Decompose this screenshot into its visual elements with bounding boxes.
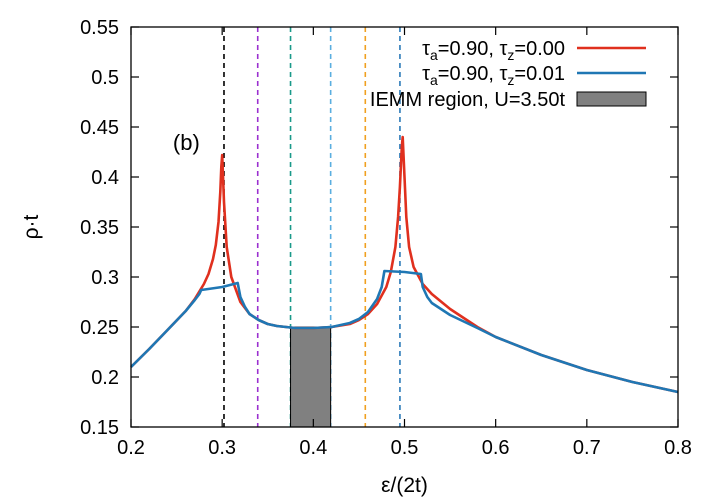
series-line [130, 269, 679, 394]
y-tick-label: 0.2 [91, 367, 119, 389]
panel-annotation: (b) [173, 130, 200, 155]
legend-label: IEMM region, U=3.50t [370, 89, 566, 111]
x-tick-label: 0.3 [208, 437, 236, 459]
shaded-region [290, 326, 332, 428]
y-tick-label: 0.15 [80, 417, 119, 439]
shaded-region-layer [290, 326, 332, 428]
y-tick-labels: 0.15 0.2 0.25 0.3 0.35 0.4 0.45 0.5 0.55 [80, 17, 119, 439]
vertical-dashed-lines [223, 27, 401, 427]
y-tick-label: 0.45 [80, 117, 119, 139]
x-tick-label: 0.6 [482, 437, 510, 459]
x-tick-label: 0.7 [573, 437, 601, 459]
legend-swatch-region [576, 91, 647, 107]
ticks-layer [130, 26, 679, 428]
y-tick-label: 0.25 [80, 317, 119, 339]
y-tick-label: 0.35 [80, 217, 119, 239]
x-tick-label: 0.5 [391, 437, 419, 459]
y-tick-label: 0.4 [91, 167, 119, 189]
y-tick-label: 0.55 [80, 17, 119, 39]
x-axis-label: ε/(2t) [381, 474, 428, 497]
y-tick-label: 0.3 [91, 267, 119, 289]
legend-label: τa=0.90, τz=0.01 [422, 63, 565, 88]
series-line [130, 135, 679, 394]
legend-label: τa=0.90, τz=0.00 [422, 38, 565, 63]
x-tick-labels: 0.2 0.3 0.4 0.5 0.6 0.7 0.8 [117, 437, 692, 459]
y-tick-label: 0.5 [91, 67, 119, 89]
x-tick-label: 0.2 [117, 437, 145, 459]
x-tick-label: 0.8 [664, 437, 692, 459]
x-tick-label: 0.4 [299, 437, 327, 459]
plot-frame [130, 26, 679, 428]
series-layer [130, 135, 679, 394]
y-axis-label: ρ·t [20, 214, 43, 239]
